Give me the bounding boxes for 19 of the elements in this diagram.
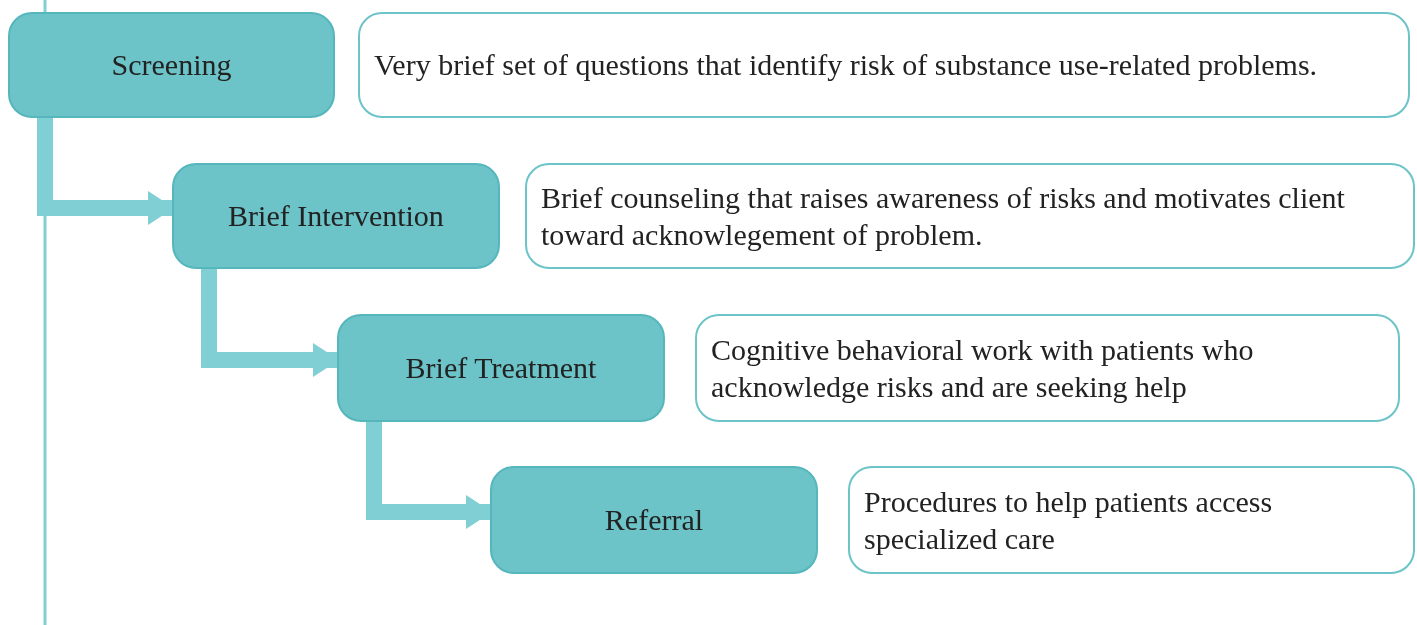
step-box <box>172 163 500 269</box>
elbow-arrow <box>37 118 174 225</box>
description-box <box>695 314 1400 422</box>
description-text: Procedures to help patients access specialized care <box>864 483 1274 557</box>
description-text: Brief counseling that raises awareness of risks and motivates client toward acknowlegement of problem. <box>541 179 1346 253</box>
description-box <box>848 466 1415 574</box>
step-label: Screening <box>111 47 232 84</box>
elbow-arrow <box>366 422 492 529</box>
description-box <box>525 163 1415 269</box>
description-text: Very brief set of questions that identify risk of substance use-related problems. <box>374 47 1318 84</box>
elbow-arrow <box>201 269 339 377</box>
step-box <box>490 466 818 574</box>
step-label: Referral <box>604 502 704 539</box>
description-text: Cognitive behavioral work with patients who acknowledge risks and are seeking help <box>711 331 1255 405</box>
step-label: Brief Intervention <box>228 198 444 235</box>
step-box <box>337 314 665 422</box>
step-box <box>8 12 335 118</box>
step-label: Brief Treatment <box>405 350 597 387</box>
description-box <box>358 12 1410 118</box>
